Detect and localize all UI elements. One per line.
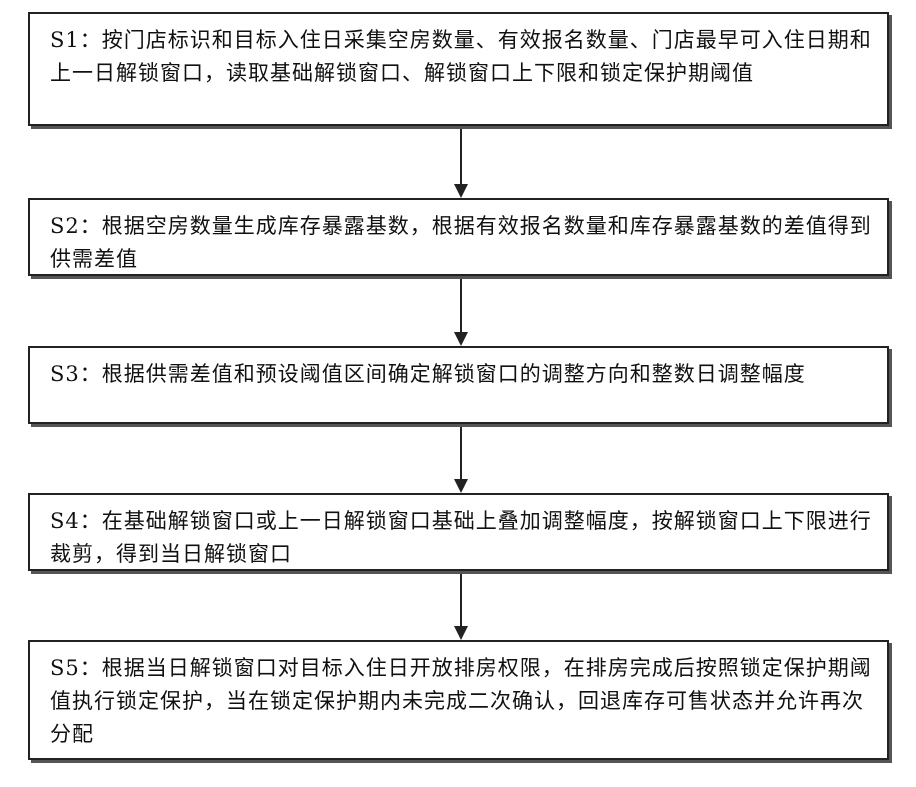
step-s1-box: S1：按门店标识和目标入住日采集空房数量、有效报名数量、门店最早可入住日期和上一…: [28, 12, 889, 126]
step-s2-text: S2：根据空房数量生成库存暴露基数，根据有效报名数量和库存暴露基数的差值得到供需…: [50, 214, 872, 271]
step-s3-box: S3：根据供需差值和预设阈值区间确定解锁窗口的调整方向和整数日调整幅度: [28, 346, 889, 424]
arrow-s4-to-s5: [460, 574, 462, 638]
step-s4-text: S4：在基础解锁窗口或上一日解锁窗口基础上叠加调整幅度，按解锁窗口上下限进行裁剪…: [50, 509, 872, 566]
arrow-s3-to-s4: [460, 427, 462, 491]
step-s1-text: S1：按门店标识和目标入住日采集空房数量、有效报名数量、门店最早可入住日期和上一…: [50, 28, 872, 85]
arrow-s1-to-s2: [460, 129, 462, 196]
step-s5-box: S5：根据当日解锁窗口对目标入住日开放排房权限，在排房完成后按照锁定保护期阈值执…: [28, 640, 889, 760]
step-s5-text: S5：根据当日解锁窗口对目标入住日开放排房权限，在排房完成后按照锁定保护期阈值执…: [50, 656, 872, 746]
step-s3-text: S3：根据供需差值和预设阈值区间确定解锁窗口的调整方向和整数日调整幅度: [50, 362, 806, 386]
arrow-s2-to-s3: [460, 279, 462, 344]
step-s2-box: S2：根据空房数量生成库存暴露基数，根据有效报名数量和库存暴露基数的差值得到供需…: [28, 198, 889, 276]
step-s4-box: S4：在基础解锁窗口或上一日解锁窗口基础上叠加调整幅度，按解锁窗口上下限进行裁剪…: [28, 493, 889, 571]
